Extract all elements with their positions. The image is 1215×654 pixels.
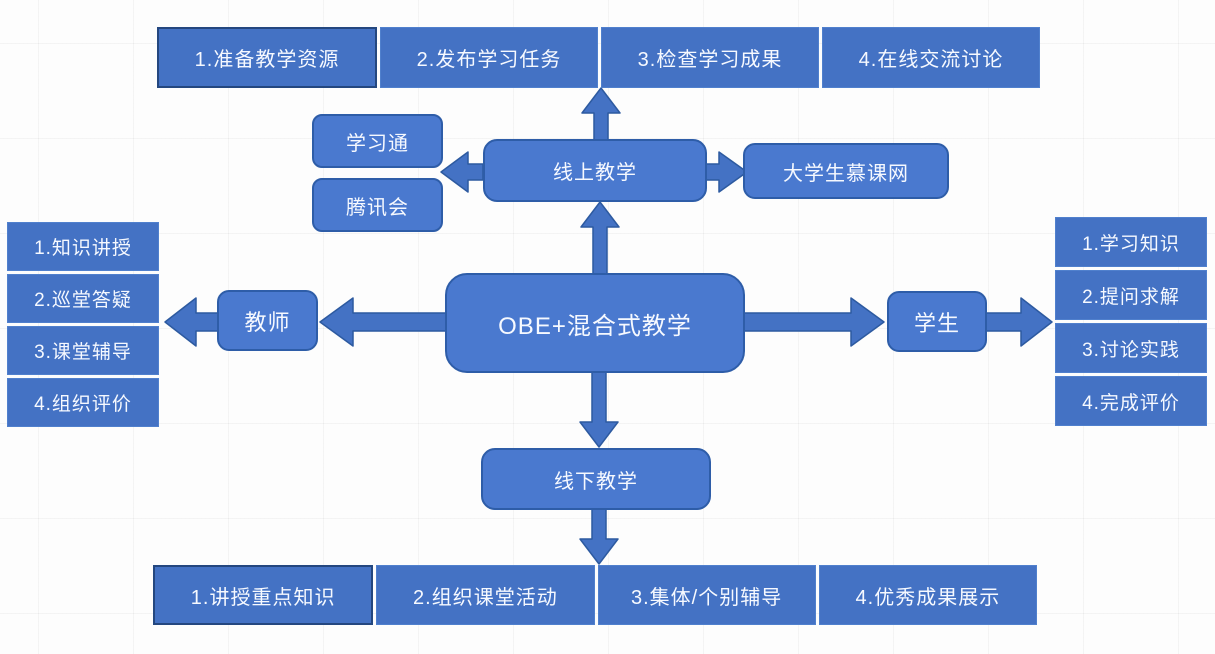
online-teaching-node: 线上教学 <box>483 139 707 202</box>
center-obe-node: OBE+混合式教学 <box>445 273 745 373</box>
tool-xuexitong-node: 学习通 <box>312 114 443 168</box>
offline-step-3: 3.集体/个别辅导 <box>597 565 816 625</box>
arrow-center-to-teacher-icon <box>319 297 447 347</box>
offline-step-4: 4.优秀成果展示 <box>818 565 1037 625</box>
teacher-duty-3: 3.课堂辅导 <box>7 326 159 375</box>
student-duty-1: 1.学习知识 <box>1055 217 1207 267</box>
offline-step-1: 1.讲授重点知识 <box>153 565 374 625</box>
arrow-student-to-duties-icon <box>985 297 1053 347</box>
teacher-duty-2: 2.巡堂答疑 <box>7 274 159 323</box>
offline-teaching-node: 线下教学 <box>481 448 711 510</box>
online-step-2: 2.发布学习任务 <box>380 27 598 88</box>
arrow-online-to-tools-icon <box>440 151 484 193</box>
student-duties-stack: 1.学习知识 2.提问求解 3.讨论实践 4.完成评价 <box>1055 217 1207 426</box>
offline-steps-row: 1.讲授重点知识 2.组织课堂活动 3.集体/个别辅导 4.优秀成果展示 <box>153 565 1037 625</box>
arrow-offline-to-steps-icon <box>579 508 619 565</box>
arrow-teacher-to-duties-icon <box>164 297 219 347</box>
online-steps-row: 1.准备教学资源 2.发布学习任务 3.检查学习成果 4.在线交流讨论 <box>157 27 1040 88</box>
student-duty-2: 2.提问求解 <box>1055 270 1207 320</box>
teacher-node: 教师 <box>217 290 318 351</box>
arrow-online-to-mooc-icon <box>705 151 748 193</box>
tool-tengxunhui-node: 腾讯会 <box>312 178 443 232</box>
online-step-1: 1.准备教学资源 <box>157 27 377 88</box>
student-duty-4: 4.完成评价 <box>1055 376 1207 426</box>
student-duty-3: 3.讨论实践 <box>1055 323 1207 373</box>
online-step-3: 3.检查学习成果 <box>601 27 819 88</box>
teacher-duty-1: 1.知识讲授 <box>7 222 159 271</box>
arrow-center-to-online-icon <box>580 201 620 275</box>
mooc-platform-node: 大学生慕课网 <box>743 143 949 199</box>
teacher-duty-4: 4.组织评价 <box>7 378 159 427</box>
arrow-center-to-student-icon <box>743 297 885 347</box>
arrow-center-to-offline-icon <box>579 371 619 448</box>
offline-step-2: 2.组织课堂活动 <box>376 565 595 625</box>
arrow-online-to-steps-icon <box>581 87 621 141</box>
online-step-4: 4.在线交流讨论 <box>822 27 1040 88</box>
student-node: 学生 <box>887 291 987 352</box>
teacher-duties-stack: 1.知识讲授 2.巡堂答疑 3.课堂辅导 4.组织评价 <box>7 222 159 427</box>
